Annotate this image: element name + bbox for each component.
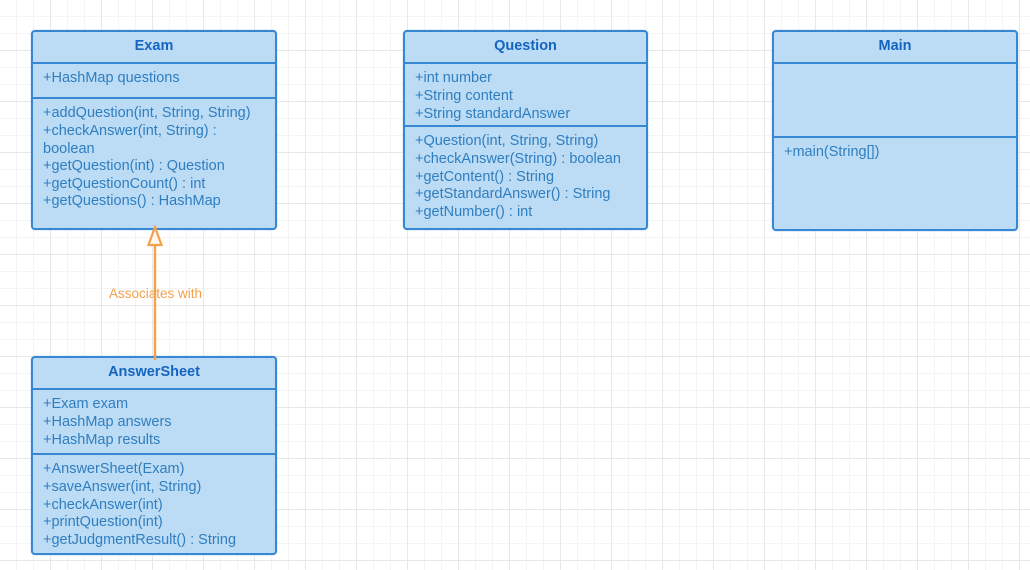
uml-class-title: Main [774, 32, 1016, 65]
uml-class-title: Exam [33, 32, 275, 65]
uml-method: +getQuestionCount() : int [43, 175, 206, 192]
uml-method: +checkAnswer(int) [43, 496, 163, 513]
uml-method: +AnswerSheet(Exam) [43, 461, 185, 478]
uml-method: +main(String[]) [784, 144, 880, 161]
uml-attribute: +String content [415, 87, 513, 104]
uml-method: +getQuestion(int) : Question [43, 158, 225, 175]
uml-attribute: +String standardAnswer [415, 105, 571, 122]
uml-methods-compartment: +addQuestion(int, String, String) +check… [33, 99, 275, 218]
uml-class-exam[interactable]: Exam +HashMap questions +addQuestion(int… [31, 30, 277, 230]
uml-attributes-compartment [774, 64, 1016, 139]
uml-attributes-compartment: +Exam exam +HashMap answers +HashMap res… [33, 390, 275, 456]
uml-method: +getJudgmentResult() : String [43, 531, 237, 548]
uml-method: +printQuestion(int) [43, 514, 163, 531]
uml-attribute: +HashMap answers [43, 413, 172, 430]
uml-attribute: +int number [415, 70, 492, 87]
connector-label: Associates with [108, 286, 203, 301]
uml-method: +checkAnswer(int, String) : boolean [43, 122, 217, 157]
uml-method: +saveAnswer(int, String) [43, 478, 202, 495]
uml-class-title: AnswerSheet [33, 358, 275, 391]
uml-method: +getContent() : String [415, 168, 555, 185]
uml-attributes-compartment: +HashMap questions [33, 64, 275, 100]
uml-attribute: +HashMap questions [43, 70, 180, 87]
uml-class-main[interactable]: Main +main(String[]) [772, 30, 1018, 231]
uml-method: +getStandardAnswer() : String [415, 186, 611, 203]
uml-method: +getNumber() : int [415, 203, 533, 220]
uml-attribute: +HashMap results [43, 431, 161, 448]
uml-method: +getQuestions() : HashMap [43, 193, 221, 210]
uml-class-title: Question [405, 32, 646, 65]
uml-methods-compartment: +AnswerSheet(Exam) +saveAnswer(int, Stri… [33, 455, 275, 553]
uml-methods-compartment: +Question(int, String, String) +checkAns… [405, 127, 646, 228]
uml-attribute: +Exam exam [43, 396, 129, 413]
uml-methods-compartment: +main(String[]) [774, 138, 1016, 169]
uml-class-answersheet[interactable]: AnswerSheet +Exam exam +HashMap answers … [31, 356, 277, 555]
uml-method: +Question(int, String, String) [415, 133, 599, 150]
uml-attributes-compartment: +int number +String content +String stan… [405, 64, 646, 128]
uml-method: +checkAnswer(String) : boolean [415, 150, 621, 167]
uml-class-question[interactable]: Question +int number +String content +St… [403, 30, 648, 230]
uml-method: +addQuestion(int, String, String) [43, 105, 251, 122]
